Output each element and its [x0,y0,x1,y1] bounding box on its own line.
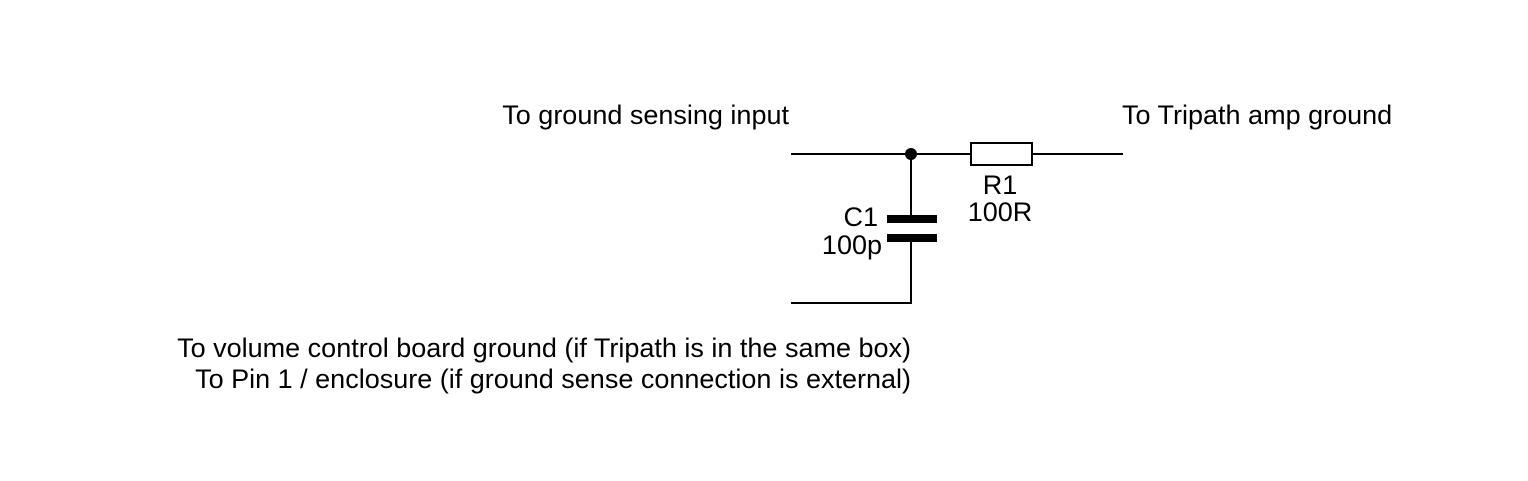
capacitor-c1-bottom-plate [887,234,937,242]
capacitor-c1-top-plate [887,215,937,223]
resistor-ref-label: R1 [983,170,1018,200]
ground-sensing-input-label: To ground sensing input [502,100,789,130]
tripath-amp-ground-label: To Tripath amp ground [1122,100,1392,130]
capacitor-ref-label: C1 [843,202,878,232]
resistor-r1-symbol [970,142,1033,166]
resistor-value-label: 100R [968,197,1033,227]
pin1-enclosure-label: To Pin 1 / enclosure (if ground sense co… [195,364,911,394]
capacitor-value-label: 100p [822,230,882,260]
volume-board-ground-label: To volume control board ground (if Tripa… [177,333,911,363]
